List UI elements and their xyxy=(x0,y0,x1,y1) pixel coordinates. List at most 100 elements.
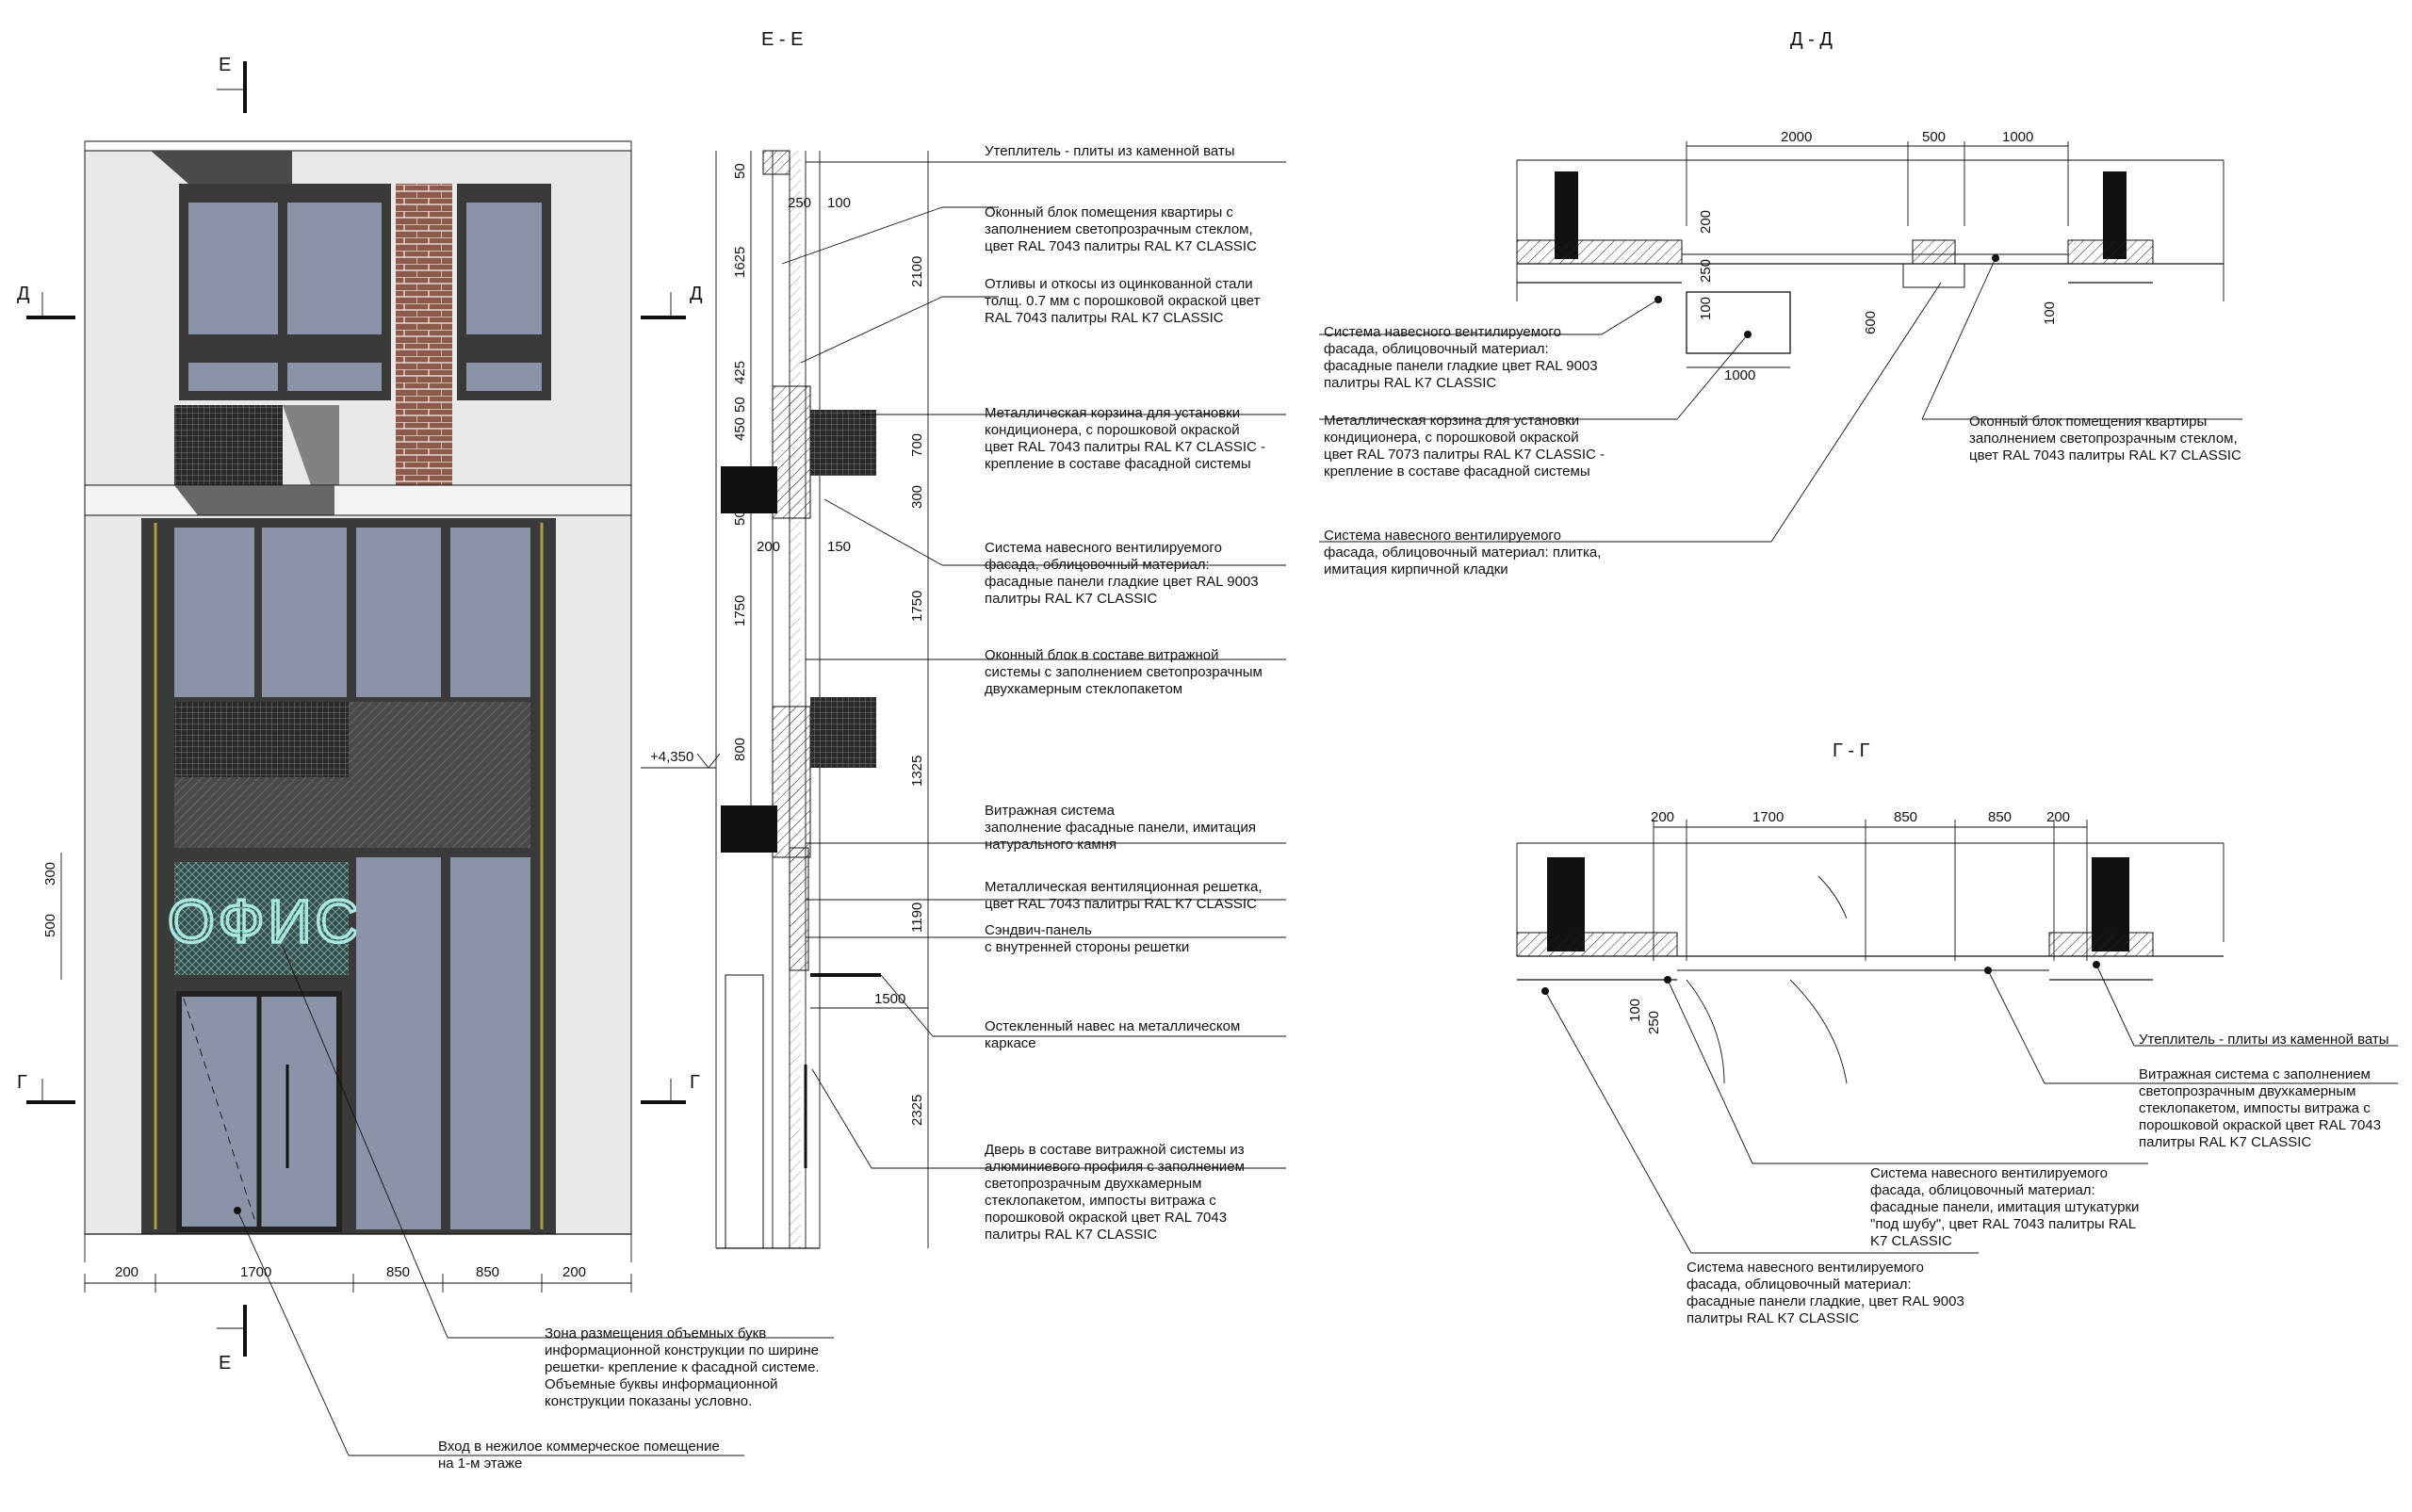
svg-text:100: 100 xyxy=(2042,301,2058,325)
svg-text:200: 200 xyxy=(562,1264,586,1280)
elevation-bottom-dims: 200 1700 850 850 200 xyxy=(115,1264,586,1280)
svg-text:450: 450 xyxy=(732,417,748,441)
svg-text:Оконный блок помещения квартир: Оконный блок помещения квартиры заполнен… xyxy=(1969,414,2241,463)
door-swing xyxy=(1686,979,1725,1084)
svg-text:Отливы и откосы из оцинкованно: Отливы и откосы из оцинкованной стали то… xyxy=(985,276,1264,326)
svg-text:Витражная система запо: Витражная система заполнение фасадные па… xyxy=(985,803,1260,853)
svg-text:250: 250 xyxy=(788,195,811,211)
svg-text:Система навесного вентилируемо: Система навесного вентилируемого фасада,… xyxy=(1324,528,1605,577)
svg-text:50: 50 xyxy=(732,397,748,413)
svg-text:200: 200 xyxy=(115,1264,139,1280)
svg-text:500: 500 xyxy=(42,914,58,937)
svg-text:2100: 2100 xyxy=(909,256,925,287)
svg-text:1750: 1750 xyxy=(732,595,748,626)
svg-text:200: 200 xyxy=(1651,809,1674,825)
title-section-d: Д - Д xyxy=(1790,29,1833,50)
svg-text:Д: Д xyxy=(17,284,30,304)
section-e-notes: Утеплитель - плиты из каменной ваты Окон… xyxy=(985,143,1269,1243)
section-d-d: Д - Д 2000 500 1000 200 250 100 600 100 … xyxy=(1319,29,2242,577)
svg-text:1000: 1000 xyxy=(1724,367,1755,383)
svg-text:1190: 1190 xyxy=(909,902,925,933)
brick-pier xyxy=(396,184,452,485)
svg-text:Д: Д xyxy=(690,284,703,304)
svg-text:1700: 1700 xyxy=(240,1264,271,1280)
svg-text:200: 200 xyxy=(2046,809,2070,825)
svg-text:850: 850 xyxy=(476,1264,499,1280)
svg-text:Остекленный навес на металличе: Остекленный навес на металлическом карка… xyxy=(985,1018,1244,1051)
svg-text:Система навесного вентилируемо: Система навесного вентилируемого фасада,… xyxy=(985,540,1263,607)
facade-elevation: ОФИС 200 1700 850 850 200 300 500 xyxy=(17,55,834,1471)
svg-text:200: 200 xyxy=(1698,210,1714,234)
svg-text:850: 850 xyxy=(1988,809,2012,825)
section-e-e: Е - Е +4,350 50 1625 425 50 450 xyxy=(641,29,1286,1249)
svg-text:Е: Е xyxy=(219,1353,231,1374)
svg-text:200: 200 xyxy=(757,539,780,555)
section-g-g: Г - Г 200 1700 850 850 200 100 250 xyxy=(1516,740,2398,1326)
slab-upper xyxy=(721,466,777,513)
svg-text:250: 250 xyxy=(1646,1011,1662,1034)
svg-text:500: 500 xyxy=(1922,129,1946,145)
svg-text:Металлическая корзина для уста: Металлическая корзина для установки конд… xyxy=(1324,413,1608,480)
svg-text:850: 850 xyxy=(386,1264,410,1280)
marker-g-left: Г xyxy=(17,1072,75,1104)
svg-text:250: 250 xyxy=(1698,259,1714,283)
svg-text:Оконный блок в составе витражн: Оконный блок в составе витражной системы… xyxy=(985,647,1266,697)
section-g-dims: 200 1700 850 850 200 100 250 xyxy=(1627,809,2070,1034)
svg-text:300: 300 xyxy=(909,485,925,509)
svg-text:Е: Е xyxy=(219,55,231,75)
svg-text:50: 50 xyxy=(732,510,748,526)
svg-text:Г: Г xyxy=(17,1072,27,1093)
svg-text:1700: 1700 xyxy=(1752,809,1784,825)
svg-text:100: 100 xyxy=(1698,297,1714,320)
svg-text:Система навесного вентилируемо: Система навесного вентилируемого фасада,… xyxy=(1687,1260,1968,1326)
marker-d-right: Д xyxy=(641,284,703,319)
svg-text:Г: Г xyxy=(690,1072,700,1093)
marker-e-bottom: Е xyxy=(217,1305,247,1374)
title-section-e: Е - Е xyxy=(761,29,803,50)
ac-basket-upper xyxy=(174,405,283,485)
svg-text:Сэндвич-панель с внутр: Сэндвич-панель с внутренней стороны реше… xyxy=(985,922,1189,955)
svg-text:50: 50 xyxy=(732,163,748,179)
ac-basket-section-lower xyxy=(810,697,876,768)
svg-text:Металлическая вентиляционная р: Металлическая вентиляционная решетка, цв… xyxy=(985,879,1266,912)
marker-g-right: Г xyxy=(641,1072,700,1104)
svg-text:1325: 1325 xyxy=(909,756,925,787)
svg-text:Дверь в составе витражной сист: Дверь в составе витражной системы из алю… xyxy=(985,1142,1248,1243)
note-entrance: Вход в нежилое коммерческое помещение на… xyxy=(438,1439,724,1471)
ac-basket-section-upper xyxy=(810,410,876,476)
section-d-dims: 2000 500 1000 200 250 100 600 100 1000 xyxy=(1698,129,2058,383)
svg-text:600: 600 xyxy=(1863,311,1879,334)
svg-text:850: 850 xyxy=(1894,809,1917,825)
ac-box-d xyxy=(1686,291,1791,354)
svg-text:700: 700 xyxy=(909,433,925,457)
sign-letters: ОФИС xyxy=(168,887,363,955)
svg-text:1000: 1000 xyxy=(2002,129,2033,145)
svg-text:Система навесного вентилируемо: Система навесного вентилируемого фасада,… xyxy=(1324,324,1602,391)
svg-text:Система навесного вентилируемо: Система навесного вентилируемого фасада,… xyxy=(1870,1165,2143,1249)
svg-text:100: 100 xyxy=(827,195,851,211)
svg-text:800: 800 xyxy=(732,738,748,761)
svg-text:425: 425 xyxy=(732,361,748,384)
marker-d-left: Д xyxy=(17,284,75,319)
svg-text:Металлическая корзина для уста: Металлическая корзина для установки конд… xyxy=(985,405,1269,472)
sign-grille xyxy=(174,862,349,975)
svg-text:300: 300 xyxy=(42,862,58,886)
marker-e-top: Е xyxy=(217,55,247,113)
svg-text:Утеплитель - плиты из каменной: Утеплитель - плиты из каменной ваты xyxy=(2139,1032,2389,1048)
ac-basket-lower xyxy=(174,702,349,777)
svg-text:Утеплитель - плиты из каменной: Утеплитель - плиты из каменной ваты xyxy=(985,143,1235,159)
svg-text:1750: 1750 xyxy=(909,591,925,622)
section-d-notes: Система навесного вентилируемого фасада,… xyxy=(1324,324,2241,577)
svg-text:Витражная система с заполнение: Витражная система с заполнением светопро… xyxy=(2139,1066,2385,1150)
slab-lower xyxy=(721,805,777,853)
title-section-g: Г - Г xyxy=(1833,740,1870,761)
section-e-right-dims: 2100 700 300 1750 1325 1190 2325 xyxy=(909,256,925,1126)
note-sign-zone: Зона размещения объемных букв информацио… xyxy=(545,1325,823,1409)
svg-text:2000: 2000 xyxy=(1781,129,1812,145)
svg-text:100: 100 xyxy=(1627,999,1643,1022)
svg-text:2325: 2325 xyxy=(909,1095,925,1126)
svg-text:150: 150 xyxy=(827,539,851,555)
level-mark: +4,350 xyxy=(650,749,693,765)
svg-text:1625: 1625 xyxy=(732,247,748,278)
